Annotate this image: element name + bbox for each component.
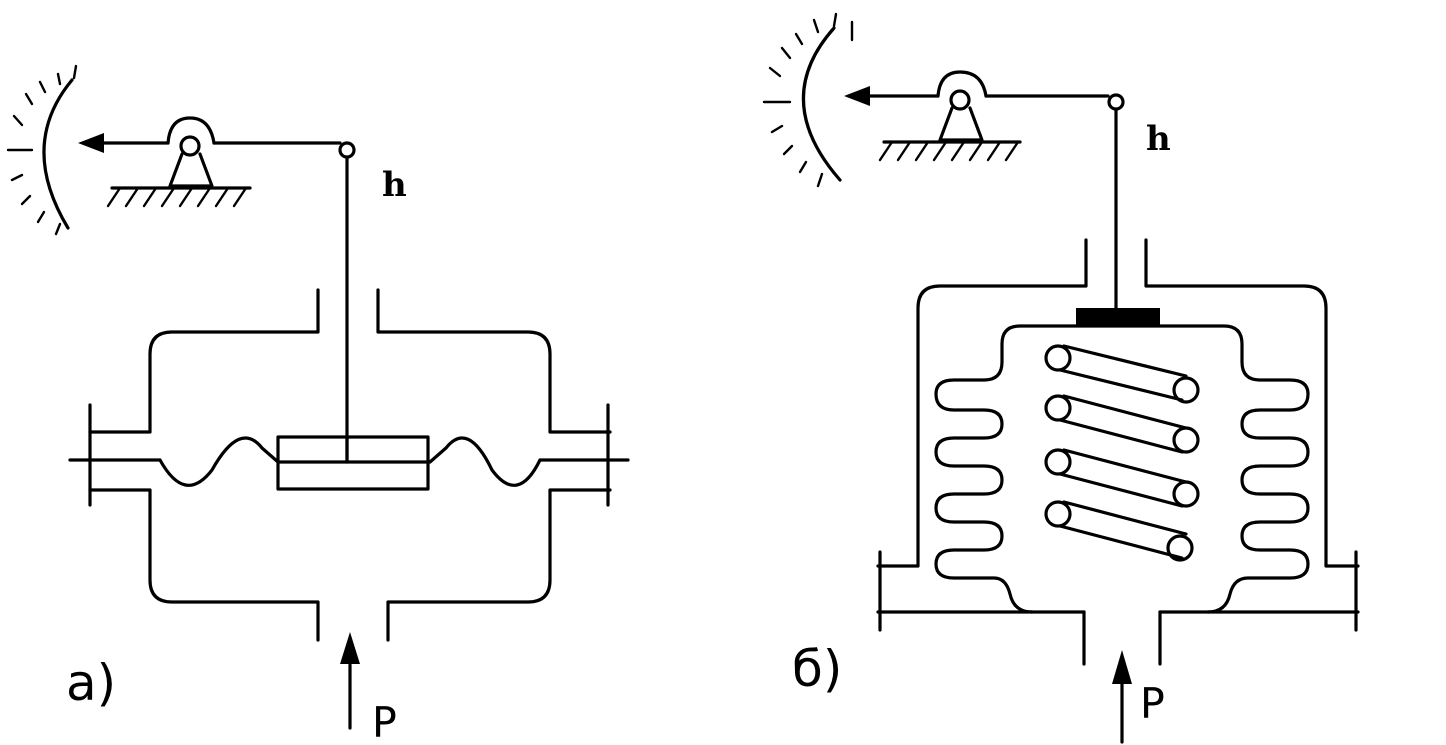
panel-a-flanges <box>68 403 630 507</box>
panel-b-pivot-support <box>878 70 1022 162</box>
panel-b-spring <box>1044 344 1200 562</box>
panel-a-pressure-arrow <box>340 632 360 730</box>
panel-b-lever-label: h <box>1146 119 1171 159</box>
panel-b-lever-joint <box>1107 93 1125 111</box>
panel-a-caption: а) <box>66 654 116 712</box>
panel-a-lever-joint <box>338 141 356 159</box>
panel-a-pointer-arrow <box>78 133 170 153</box>
panel-b-housing <box>876 238 1088 568</box>
panel-b-caption: б) <box>792 640 842 698</box>
panel-b-flanges <box>878 550 1358 632</box>
panel-b-dial-scale <box>762 12 854 188</box>
panel-a-rigid-center <box>276 435 430 491</box>
panel-b-pointer-arrow <box>844 86 940 106</box>
panel-a-pressure-label: P <box>372 698 397 745</box>
panel-b-pressure-arrow <box>1112 650 1132 744</box>
panel-a-housing-bottom <box>88 488 320 642</box>
panel-a-dial-scale <box>6 64 78 236</box>
panel-b-pressure-label: P <box>1140 679 1165 728</box>
panel-a-lever-label: h <box>382 165 407 205</box>
panel-a-pivot-support <box>106 116 252 208</box>
panel-a-diaphragm-gauge: h P а) <box>6 64 630 745</box>
panel-a-corrugated-diaphragm <box>158 436 280 487</box>
panel-b-rod-plate <box>1076 308 1160 326</box>
panel-b-bellows-gauge: h P б) <box>762 12 1360 744</box>
panel-a-housing-top <box>88 288 320 434</box>
panel-b-bellows <box>1018 324 1310 614</box>
